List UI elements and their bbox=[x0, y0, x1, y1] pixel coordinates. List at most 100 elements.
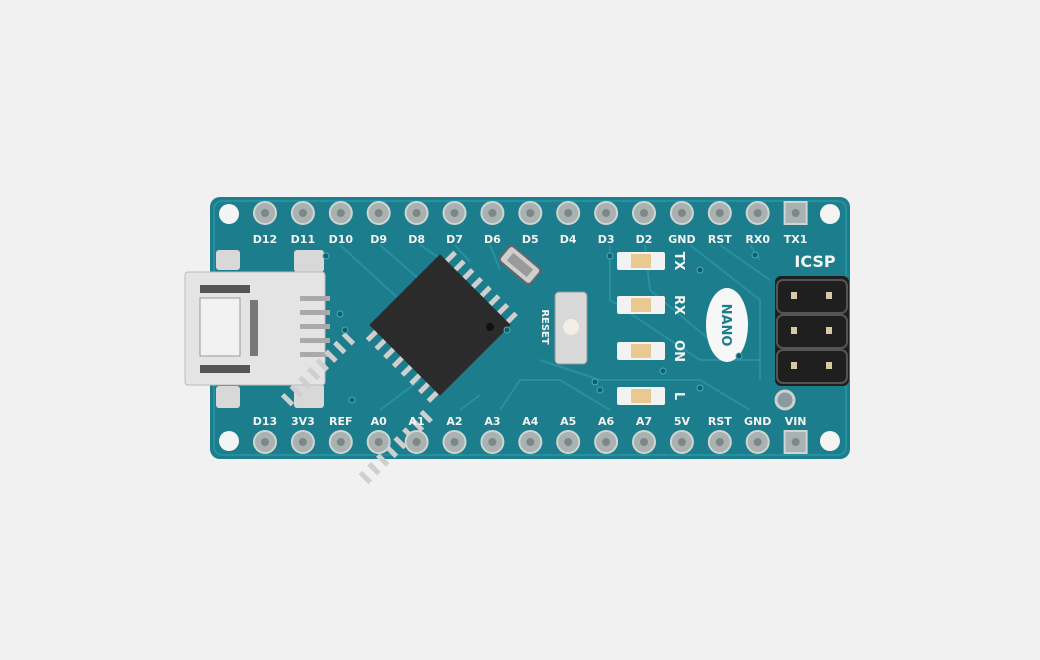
led-label: L bbox=[671, 392, 686, 400]
pin-label: TX1 bbox=[784, 233, 808, 246]
pin-gnd: GND bbox=[744, 415, 771, 454]
pin-hole bbox=[753, 209, 762, 217]
chip-pin bbox=[504, 311, 518, 326]
led-lens bbox=[631, 298, 651, 312]
pin-hole bbox=[261, 438, 269, 446]
pin-3v3: 3V3 bbox=[290, 415, 315, 454]
chip-pin bbox=[487, 294, 501, 308]
pin-d11: D11 bbox=[291, 201, 315, 246]
chip-pin bbox=[452, 259, 466, 273]
chip-pin bbox=[410, 418, 425, 432]
chip-pin bbox=[443, 250, 457, 265]
chip-pin bbox=[333, 340, 347, 355]
pin-label: GND bbox=[744, 415, 771, 428]
pin-label: D9 bbox=[370, 233, 387, 246]
pin-label: D10 bbox=[329, 233, 354, 246]
pin-hole bbox=[336, 438, 345, 446]
chip-pin bbox=[419, 409, 433, 424]
chip-pin bbox=[376, 453, 390, 467]
pin-label: VIN bbox=[785, 415, 807, 428]
pin-d8: D8 bbox=[404, 201, 429, 246]
pin-label: A4 bbox=[522, 415, 539, 428]
vias bbox=[322, 251, 759, 404]
pin-hole bbox=[488, 209, 497, 217]
led-l: L bbox=[617, 387, 686, 405]
pin-tx1: TX1 bbox=[783, 201, 808, 246]
pin-hole bbox=[374, 438, 383, 446]
chip-pin bbox=[289, 384, 303, 398]
chip-pin bbox=[280, 392, 295, 407]
pin-hole bbox=[261, 209, 269, 217]
pin-hole bbox=[791, 438, 800, 446]
pin-label: D8 bbox=[408, 233, 425, 246]
pin-label: A1 bbox=[409, 415, 425, 428]
chip-pin bbox=[324, 349, 338, 363]
pin-label: D13 bbox=[253, 415, 277, 428]
led-lens bbox=[631, 254, 651, 268]
pin-a5: A5 bbox=[556, 415, 581, 454]
led-label: TX bbox=[671, 252, 686, 271]
pin-label: RST bbox=[708, 415, 732, 428]
pin-hole bbox=[640, 438, 648, 446]
chip-pin bbox=[426, 389, 441, 403]
test-point bbox=[774, 389, 796, 411]
pin-5v: 5V bbox=[669, 415, 694, 454]
pin-a6: A6 bbox=[594, 415, 619, 454]
reset-button bbox=[554, 291, 588, 365]
chip-pin bbox=[315, 358, 330, 372]
led-lens bbox=[631, 344, 651, 358]
pin-label: A2 bbox=[446, 415, 462, 428]
pin-hole bbox=[374, 209, 383, 217]
pin-label: A7 bbox=[636, 415, 652, 428]
chip-pin bbox=[306, 366, 321, 381]
pin-hole bbox=[412, 209, 421, 217]
pin-hole bbox=[715, 438, 724, 446]
led-label: ON bbox=[671, 340, 686, 362]
pin-d10: D10 bbox=[329, 201, 354, 246]
pin-label: REF bbox=[329, 415, 353, 428]
pin-vin: VIN bbox=[783, 415, 808, 454]
pin-ref: REF bbox=[328, 415, 353, 454]
pin-hole bbox=[602, 209, 611, 217]
pin-a0: A0 bbox=[366, 415, 391, 454]
pin-hole bbox=[791, 209, 800, 217]
pin-hole bbox=[677, 209, 686, 217]
pin-label: D6 bbox=[484, 233, 501, 246]
nano-label: NANO bbox=[718, 304, 733, 347]
led-rx: RX bbox=[617, 295, 686, 315]
pin-hole bbox=[450, 209, 459, 217]
pin-d3: D3 bbox=[594, 201, 619, 246]
chip-pin bbox=[367, 462, 381, 476]
pin-label: GND bbox=[668, 233, 695, 246]
chip-pin bbox=[341, 332, 356, 346]
pin-gnd: GND bbox=[668, 201, 696, 246]
chip-pin bbox=[365, 328, 380, 342]
pin-hole bbox=[526, 438, 535, 446]
pin-label: A3 bbox=[484, 415, 500, 428]
chip-pins bbox=[280, 250, 518, 485]
pin-label: D7 bbox=[446, 233, 463, 246]
led-label: RX bbox=[671, 295, 686, 315]
chip-pin bbox=[374, 337, 388, 351]
icsp-label: ICSP bbox=[794, 252, 836, 271]
chip-pin bbox=[383, 345, 397, 360]
chip-pin1-dot bbox=[486, 323, 494, 331]
crystal-oscillator bbox=[498, 245, 542, 285]
chip-pin bbox=[358, 470, 373, 485]
pin-hole bbox=[753, 438, 762, 446]
pin-hole bbox=[564, 209, 573, 217]
pin-label: D11 bbox=[291, 233, 315, 246]
chip-pin bbox=[409, 372, 423, 386]
pin-d7: D7 bbox=[442, 201, 467, 246]
pin-d5: D5 bbox=[518, 201, 543, 246]
pin-a7: A7 bbox=[632, 415, 656, 454]
pin-hole bbox=[488, 438, 497, 446]
pin-hole bbox=[677, 438, 686, 446]
led-on: ON bbox=[617, 340, 686, 362]
chip-pin bbox=[478, 285, 492, 299]
chip-pin bbox=[391, 354, 406, 369]
pin-label: D5 bbox=[522, 233, 539, 246]
pin-rx0: RX0 bbox=[745, 201, 770, 246]
pin-rst: RST bbox=[707, 415, 732, 454]
